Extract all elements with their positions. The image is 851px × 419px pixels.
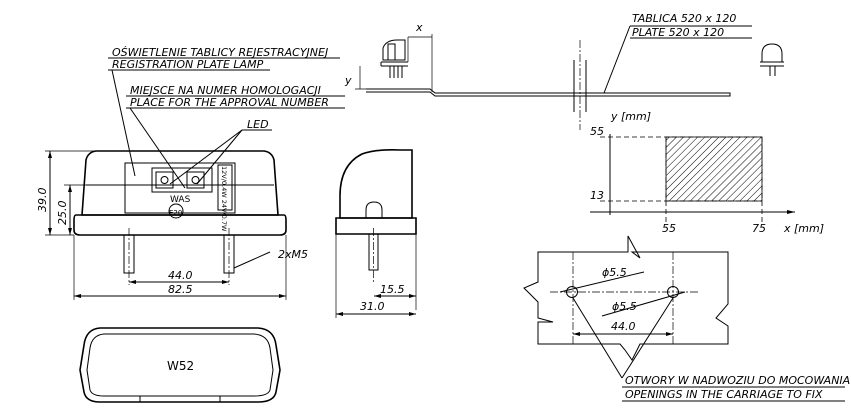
- graph-x-right: 75: [752, 222, 766, 235]
- model-label: W52: [167, 359, 194, 373]
- holes-label-en: OPENINGS IN THE CARRIAGE TO FIX: [625, 388, 823, 401]
- was-mark: WAS: [170, 195, 191, 205]
- approval-label-en: PLACE FOR THE APPROVAL NUMBER: [130, 96, 329, 109]
- mini-lamp-left: [380, 39, 408, 78]
- thread-label: 2xM5: [278, 248, 308, 261]
- plate-label-en: PLATE 520 x 120: [632, 26, 724, 39]
- plate-label-pl: TABLICA 520 x 120: [632, 12, 736, 25]
- hole-left: [566, 286, 578, 298]
- e20-mark: E20: [169, 209, 182, 217]
- axis-x-label: x: [415, 21, 423, 34]
- approval-label-pl: MIEJSCE NA NUMER HOMOLOGACJI: [130, 84, 321, 97]
- dim-total-height: 39.0: [36, 188, 49, 213]
- dim-pitch: 44.0: [168, 269, 193, 282]
- dim-side-stud: 15.5: [380, 283, 405, 296]
- mini-lamp-right: [760, 43, 784, 76]
- hole-diameter-1: ϕ5.5: [602, 266, 627, 279]
- dim-base-height: 25.0: [56, 201, 69, 226]
- hole-right: [667, 286, 679, 298]
- lamp-front-view: WAS E20 12V/0.4W 24V/0.7W 2xM5 44.0 82.5…: [36, 150, 308, 300]
- lamp-label-en: REGISTRATION PLATE LAMP: [112, 58, 264, 71]
- graph-y-unit: y [mm]: [610, 110, 651, 123]
- hole-pattern: ϕ5.5 ϕ5.5 44.0 OTWORY W NADWOZIU DO MOCO…: [523, 235, 850, 402]
- lamp-top-view: W52: [79, 327, 281, 403]
- hole-diameter-2: ϕ5.5: [612, 300, 637, 313]
- dim-total-width: 82.5: [168, 283, 193, 296]
- voltage-mark: 12V/0.4W 24V/0.7W: [220, 166, 228, 232]
- led-label: LED: [247, 118, 269, 131]
- plate-side-view: x y TABLICA 520 x 120 PLATE 520 x 120: [344, 12, 784, 130]
- holes-label-pl: OTWORY W NADWOZIU DO MOCOWANIA: [625, 374, 850, 387]
- position-graph: y [mm] x [mm] 55 13 55 75: [590, 110, 824, 235]
- dim-side-depth: 31.0: [360, 300, 385, 313]
- graph-y-top: 55: [590, 125, 604, 138]
- lamp-label-pl: OŚWIETLENIE TABLICY REJESTRACYJNEJ: [112, 46, 328, 59]
- lamp-labels: OŚWIETLENIE TABLICY REJESTRACYJNEJ REGIS…: [108, 46, 345, 189]
- lamp-side-view: 15.5 31.0: [335, 149, 417, 318]
- graph-y-bottom: 13: [590, 189, 604, 202]
- hole-pitch: 44.0: [611, 320, 636, 333]
- graph-x-unit: x [mm]: [783, 222, 824, 235]
- mounting-zone: [665, 136, 763, 202]
- axis-y-label: y: [344, 74, 352, 87]
- graph-x-left: 55: [662, 222, 676, 235]
